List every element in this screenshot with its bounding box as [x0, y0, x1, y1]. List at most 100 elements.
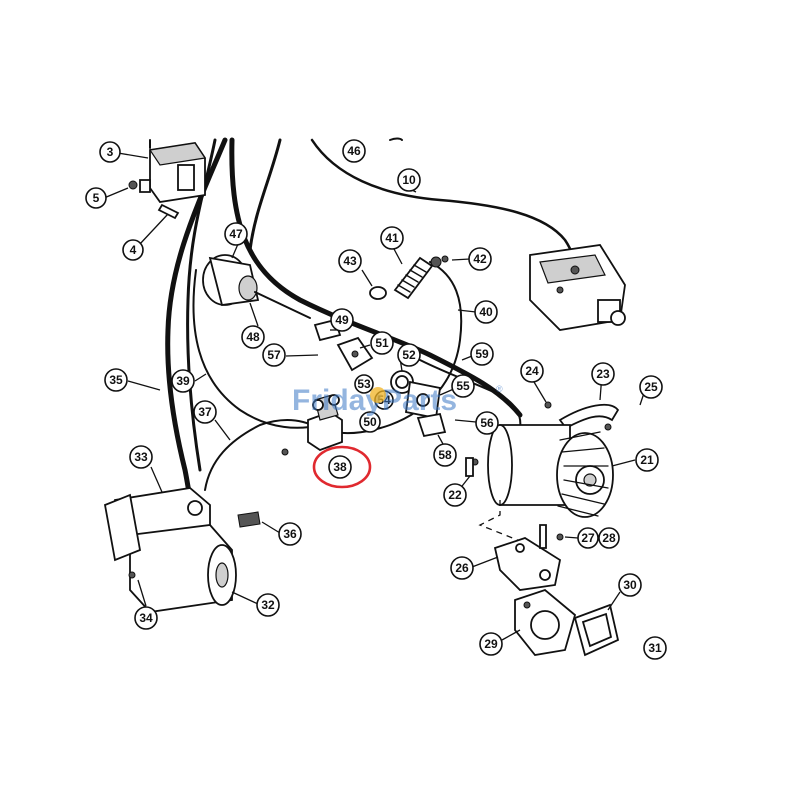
callout-35: 35: [104, 368, 128, 392]
callout-52: 52: [397, 343, 421, 367]
svg-text:58: 58: [438, 448, 452, 462]
callout-29: 29: [479, 632, 503, 656]
svg-text:50: 50: [363, 415, 377, 429]
callout-23: 23: [591, 362, 615, 386]
svg-text:55: 55: [456, 379, 470, 393]
svg-text:3: 3: [107, 145, 114, 159]
svg-text:40: 40: [479, 305, 493, 319]
bolt-part-36: [237, 511, 261, 528]
callouts: 3 5 4 46 10 47 41 42 43 40 48 49 51 52 5…: [85, 139, 667, 660]
bolt-part-5: [128, 180, 138, 190]
svg-text:39: 39: [176, 374, 190, 388]
svg-text:56: 56: [480, 416, 494, 430]
svg-text:52: 52: [402, 348, 416, 362]
svg-text:59: 59: [475, 347, 489, 361]
housing-part-29: [514, 588, 577, 656]
svg-text:46: 46: [347, 144, 361, 158]
callout-30: 30: [618, 573, 642, 597]
watermark-logo: FridayParts ®: [292, 384, 503, 417]
highlight-ring: [312, 445, 372, 489]
svg-text:34: 34: [139, 611, 153, 625]
callout-57: 57: [262, 343, 286, 367]
watermark-sun-icon: [370, 387, 386, 403]
bolt-part-4: [157, 203, 180, 220]
svg-text:47: 47: [229, 227, 243, 241]
svg-text:57: 57: [267, 348, 281, 362]
bracket-part-26: [493, 537, 562, 591]
solenoid-part-38: [281, 394, 343, 456]
callout-59: 59: [470, 342, 494, 366]
svg-text:25: 25: [644, 380, 658, 394]
svg-text:31: 31: [648, 641, 662, 655]
callout-22: 22: [443, 483, 467, 507]
o-ring-part-43: [369, 286, 387, 300]
watermark-registered: ®: [496, 384, 503, 394]
callout-26: 26: [450, 556, 474, 580]
svg-text:24: 24: [525, 364, 539, 378]
svg-text:21: 21: [640, 453, 654, 467]
relay-box-part-3: [139, 142, 207, 203]
callout-4: 4: [122, 239, 144, 261]
svg-text:41: 41: [385, 231, 399, 245]
callout-56: 56: [475, 411, 499, 435]
callout-27: 27: [577, 527, 599, 549]
svg-text:22: 22: [448, 488, 462, 502]
svg-text:48: 48: [246, 330, 260, 344]
alignment-line: [478, 500, 531, 546]
callout-33: 33: [129, 445, 153, 469]
callout-46: 46: [342, 139, 366, 163]
callout-21: 21: [635, 448, 659, 472]
callout-38: 38: [328, 455, 352, 479]
svg-text:35: 35: [109, 373, 123, 387]
svg-text:42: 42: [473, 252, 487, 266]
callout-37: 37: [193, 400, 217, 424]
callout-55: 55: [451, 374, 475, 398]
gasket-part-30: [573, 603, 620, 657]
callout-10: 10: [397, 168, 421, 192]
svg-text:27: 27: [581, 531, 595, 545]
callout-28: 28: [598, 527, 620, 549]
callout-42: 42: [468, 247, 492, 271]
callout-41: 41: [380, 226, 404, 250]
callout-24: 24: [520, 359, 544, 383]
callout-47: 47: [224, 222, 248, 246]
bolt-part-22: [465, 457, 474, 477]
callout-32: 32: [256, 593, 280, 617]
callout-5: 5: [85, 187, 107, 209]
callout-36: 36: [278, 522, 302, 546]
sender-part-47: [202, 254, 311, 319]
callout-53: 53: [354, 374, 374, 394]
svg-text:4: 4: [130, 243, 137, 257]
svg-text:23: 23: [596, 367, 610, 381]
bracket-part-23: [544, 401, 620, 431]
svg-text:36: 36: [283, 527, 297, 541]
callout-58: 58: [433, 443, 457, 467]
svg-text:26: 26: [455, 561, 469, 575]
callout-49: 49: [330, 308, 354, 332]
svg-text:49: 49: [335, 313, 349, 327]
callout-39: 39: [171, 369, 195, 393]
svg-text:53: 53: [357, 377, 371, 391]
alternator-part-21: [471, 424, 614, 518]
svg-text:32: 32: [261, 598, 275, 612]
callout-40: 40: [474, 300, 498, 324]
svg-text:37: 37: [198, 405, 212, 419]
plate-part-51: [336, 336, 374, 372]
sensor-part-41: [393, 255, 449, 300]
svg-text:33: 33: [134, 450, 148, 464]
starter-motor-part-33: [103, 487, 237, 613]
bolt-part-27: [539, 524, 564, 549]
callout-34: 34: [134, 606, 158, 630]
svg-text:43: 43: [343, 254, 357, 268]
svg-text:30: 30: [623, 578, 637, 592]
gasket-part-58: [416, 412, 447, 438]
svg-text:51: 51: [375, 336, 389, 350]
callout-48: 48: [241, 325, 265, 349]
callout-25: 25: [639, 375, 663, 399]
svg-text:5: 5: [93, 191, 100, 205]
injection-pump: [529, 244, 626, 331]
callout-50: 50: [359, 411, 381, 433]
svg-text:29: 29: [484, 637, 498, 651]
callout-3: 3: [99, 141, 121, 163]
